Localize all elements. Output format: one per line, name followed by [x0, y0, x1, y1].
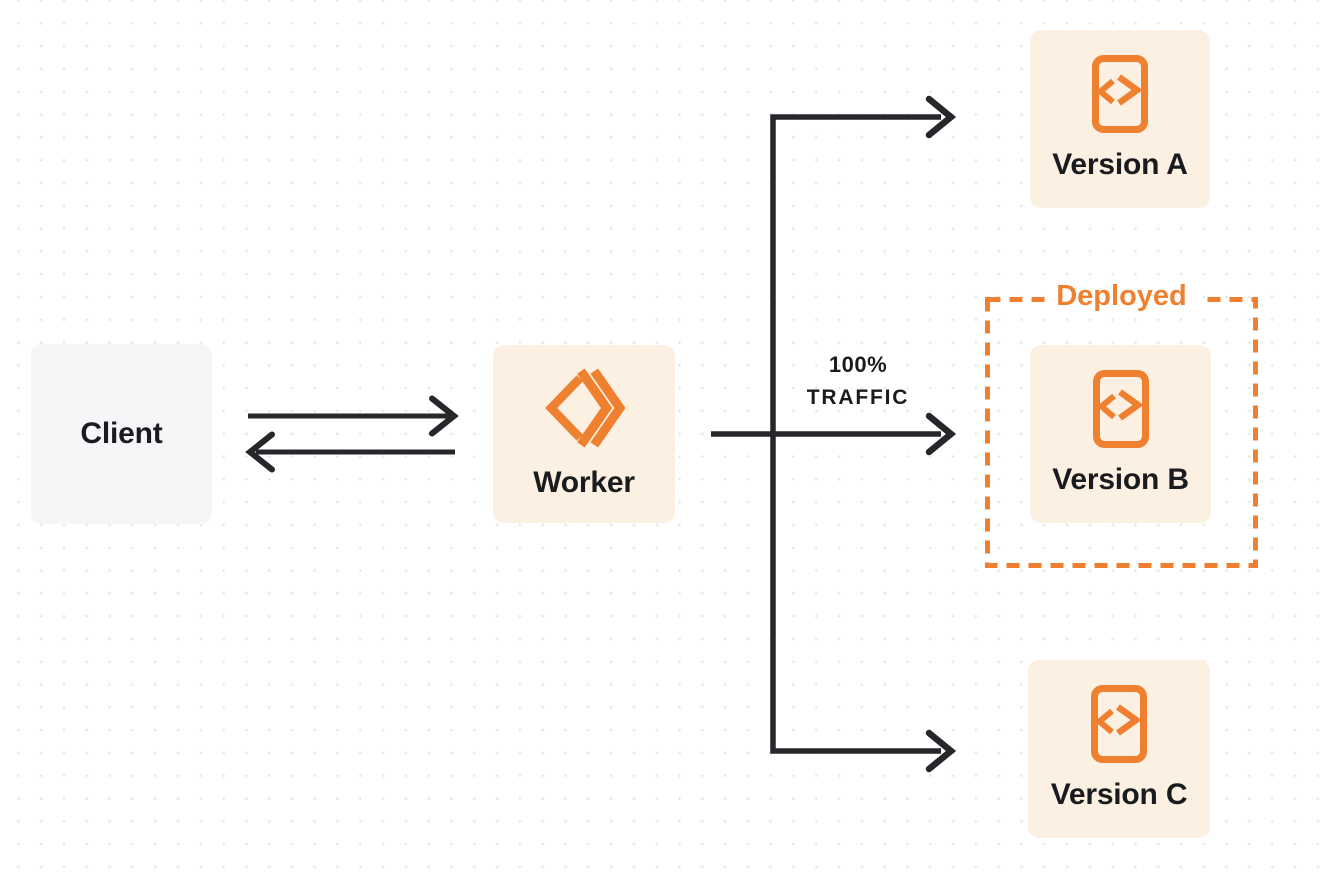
arrowhead-to-version-a [925, 95, 957, 139]
node-version-a: Version A [1030, 30, 1210, 208]
arrowhead-left-to-client [245, 431, 275, 473]
code-file-icon [1091, 685, 1147, 763]
node-worker: Worker [493, 345, 675, 523]
workers-logo-icon [545, 368, 626, 448]
deployed-region: Deployed [985, 278, 1258, 568]
worker-label: Worker [533, 466, 635, 499]
version-b-label: Version B [1052, 463, 1189, 496]
node-client: Client [31, 344, 212, 524]
traffic-label: 100% TRAFFIC [783, 349, 933, 415]
version-a-label: Version A [1052, 148, 1188, 181]
arrowhead-to-version-c [925, 729, 957, 773]
arrowhead-to-version-b [925, 412, 957, 456]
node-version-c: Version C [1028, 660, 1210, 838]
arrowhead-right-to-worker [429, 395, 459, 437]
deployed-label: Deployed [1044, 278, 1199, 315]
client-label: Client [80, 417, 163, 450]
code-file-icon [1093, 370, 1149, 448]
traffic-word-text: TRAFFIC [806, 386, 910, 409]
node-version-b: Version B [1030, 345, 1211, 523]
traffic-percent-text: 100% [828, 352, 888, 377]
code-file-icon [1092, 55, 1148, 133]
version-c-label: Version C [1050, 778, 1188, 811]
